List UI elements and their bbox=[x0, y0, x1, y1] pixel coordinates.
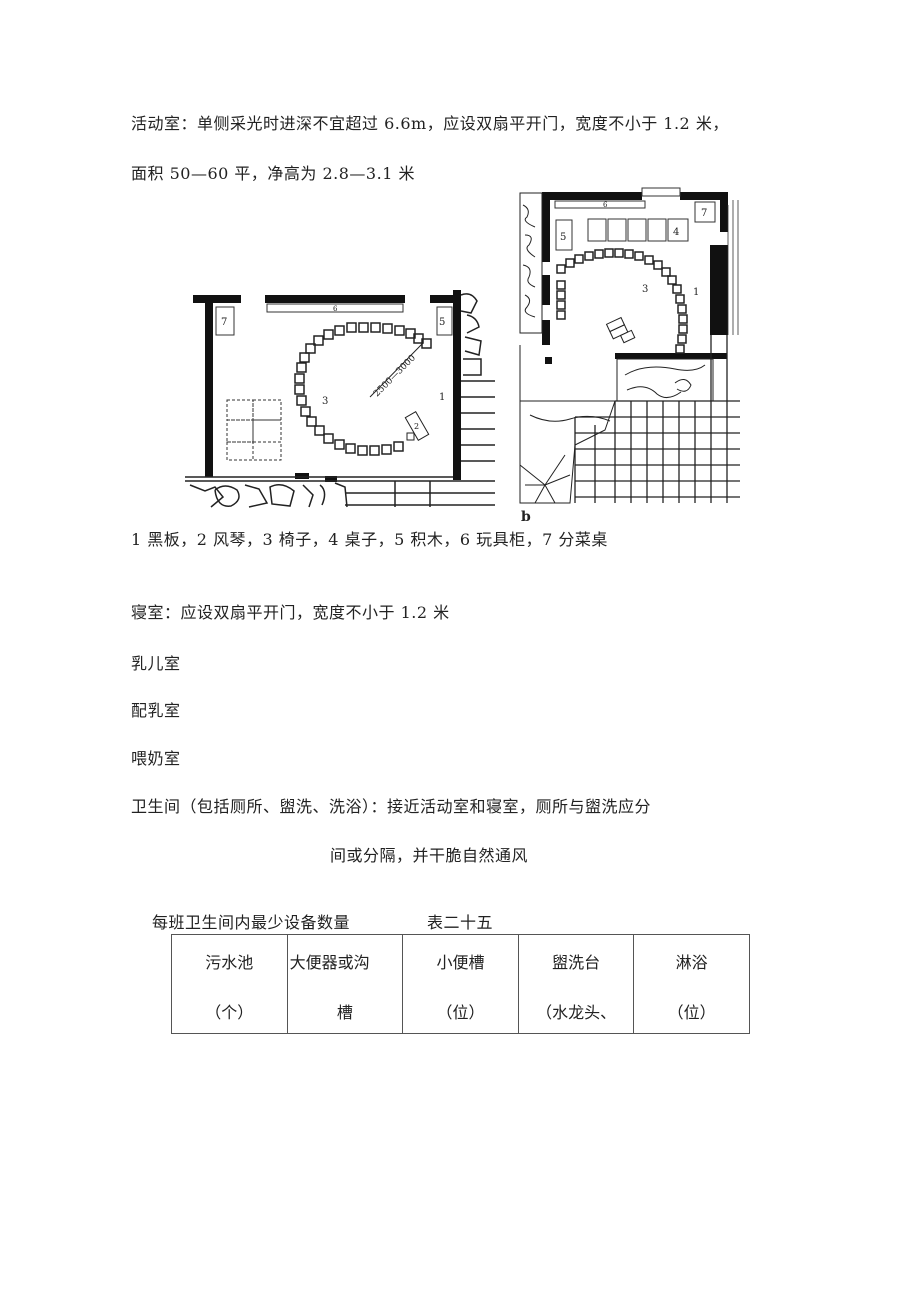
table-header-cell: 小便槽 （位） bbox=[402, 934, 519, 1034]
washroom-text-line-2: 间或分隔，并干脆自然通风 bbox=[330, 846, 529, 865]
figure-legend: 1 黑板，2 风琴，3 椅子，4 桌子，5 积木，6 玩具柜，7 分菜桌 bbox=[131, 530, 608, 549]
table-header-cell: 污水池 （个） bbox=[171, 934, 288, 1034]
figure-b-caption: b bbox=[521, 509, 532, 525]
svg-text:7: 7 bbox=[221, 317, 227, 328]
svg-text:1: 1 bbox=[693, 287, 699, 298]
formula-room-heading: 配乳室 bbox=[131, 701, 181, 720]
activity-room-text-line-2: 面积 50—60 平，净高为 2.8—3.1 米 bbox=[131, 164, 415, 183]
svg-text:1: 1 bbox=[439, 392, 445, 403]
svg-text:7: 7 bbox=[701, 208, 707, 219]
floor-plan-b: 7 5 4 6 3 1 b bbox=[519, 187, 740, 504]
equipment-table: 污水池 （个） 大便器或沟 槽 小便槽 （位） 盥洗台 （水龙头、 淋浴 （位） bbox=[171, 934, 750, 1034]
svg-text:4: 4 bbox=[673, 227, 679, 238]
svg-text:6: 6 bbox=[603, 201, 608, 209]
table-header-cell: 大便器或沟 槽 bbox=[286, 934, 404, 1034]
svg-text:6: 6 bbox=[333, 305, 338, 313]
svg-text:5: 5 bbox=[439, 317, 445, 328]
table-header-cell: 盥洗台 （水龙头、 bbox=[517, 934, 635, 1034]
table-header-cell: 淋浴 （位） bbox=[633, 934, 750, 1034]
floor-plan-a: 2500—3000 7 5 6 3 1 2 bbox=[185, 290, 495, 508]
table-number: 表二十五 bbox=[427, 913, 494, 932]
svg-text:3: 3 bbox=[642, 284, 648, 295]
svg-text:3: 3 bbox=[322, 396, 328, 407]
svg-text:2500—3000: 2500—3000 bbox=[372, 353, 418, 399]
bedroom-text: 寝室：应设双扇平开门，宽度不小于 1.2 米 bbox=[131, 603, 450, 622]
table-title: 每班卫生间内最少设备数量 bbox=[152, 913, 351, 932]
feeding-room-heading: 喂奶室 bbox=[131, 749, 181, 768]
washroom-text-line-1: 卫生间（包括厕所、盥洗、洗浴）：接近活动室和寝室，厕所与盥洗应分 bbox=[131, 797, 652, 816]
nursery-heading: 乳儿室 bbox=[131, 654, 181, 673]
svg-text:2: 2 bbox=[414, 422, 419, 431]
table-header-row: 污水池 （个） 大便器或沟 槽 小便槽 （位） 盥洗台 （水龙头、 淋浴 （位） bbox=[171, 934, 750, 1034]
activity-room-text-line-1: 活动室：单侧采光时进深不宜超过 6.6m，应设双扇平开门，宽度不小于 1.2 米… bbox=[131, 114, 729, 133]
svg-text:5: 5 bbox=[560, 232, 566, 243]
